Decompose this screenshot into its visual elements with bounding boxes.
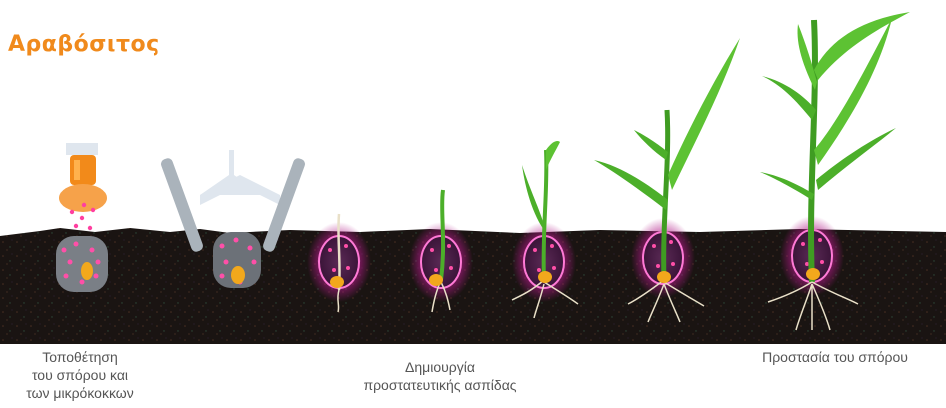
caption-placement: Τοποθέτηση του σπόρου και των μικρόκοκκω…: [0, 348, 160, 402]
stage-placement: [56, 143, 108, 292]
caption-protection: Προστασία του σπόρου: [730, 348, 940, 366]
caption-shield: Δημιουργία προστατευτικής ασπίδας: [330, 358, 550, 394]
